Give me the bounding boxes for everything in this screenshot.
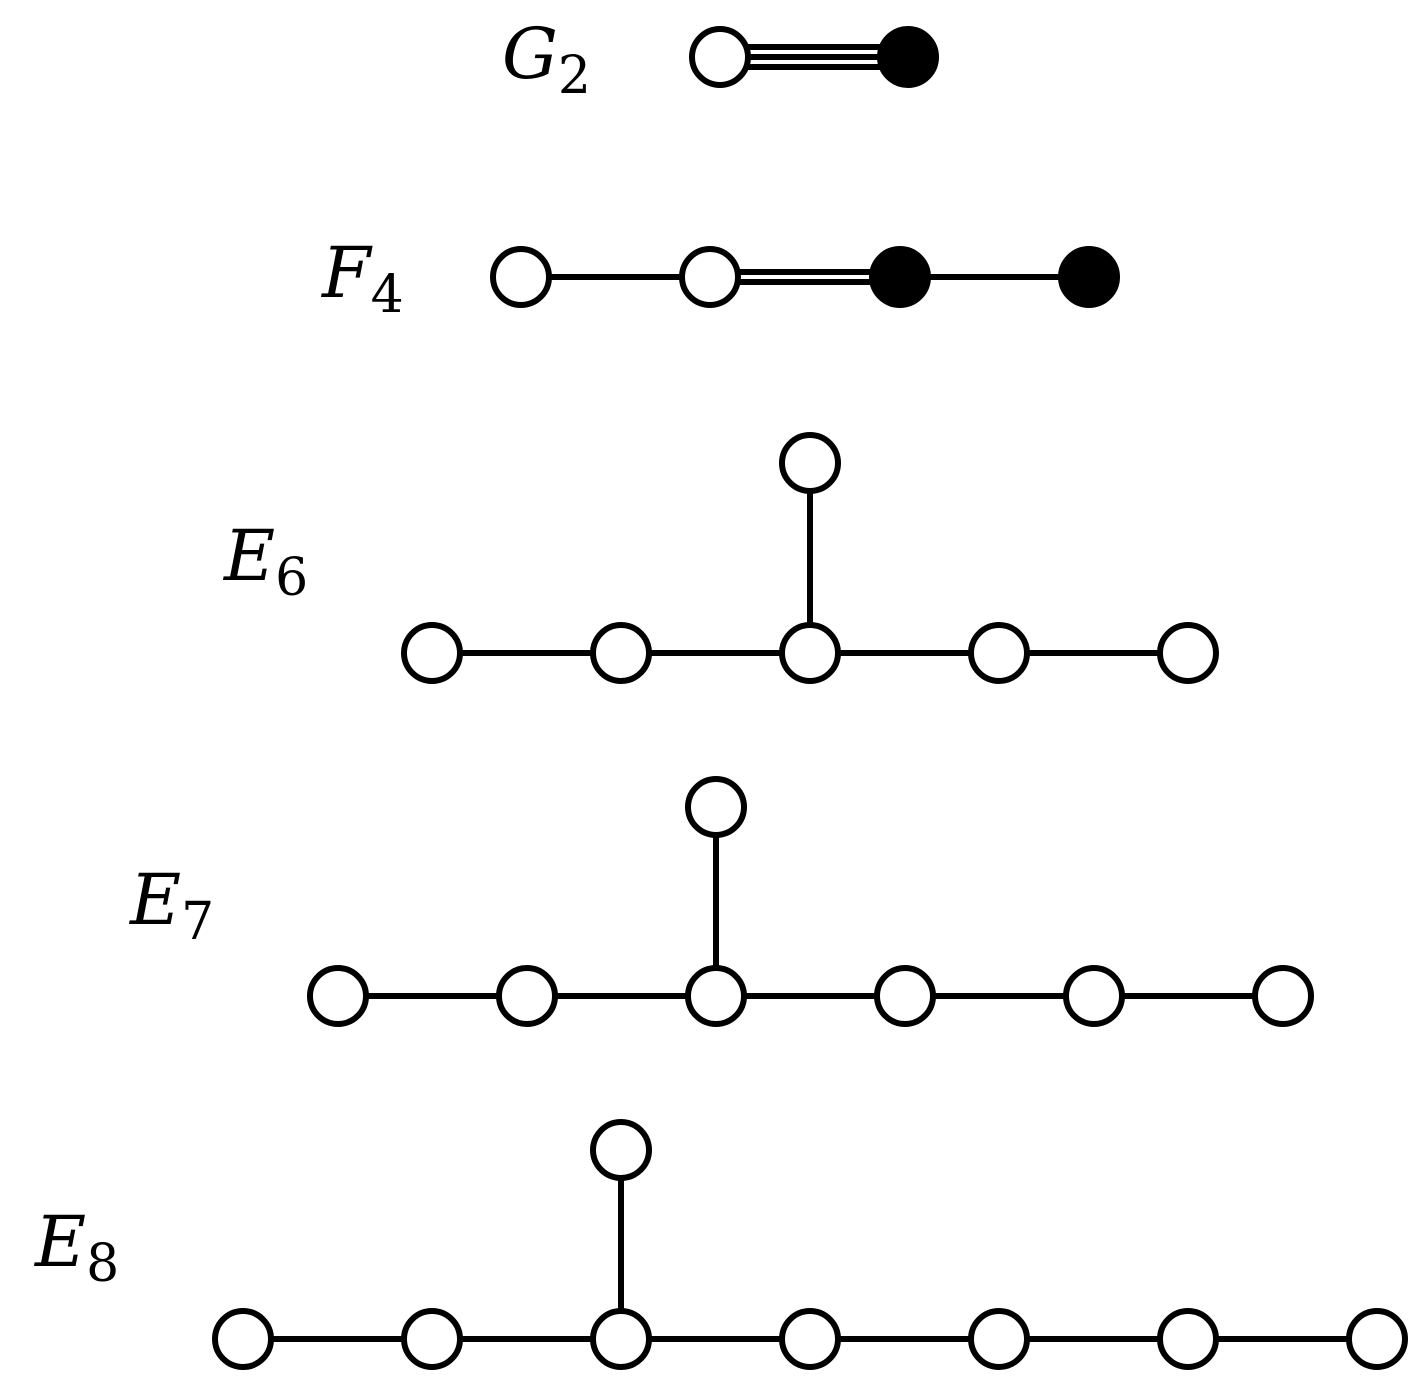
label-f4: F4 [320, 232, 404, 325]
node-f4-1 [679, 246, 741, 308]
node-g2-0 [689, 26, 751, 88]
node-e8-6 [1346, 1308, 1408, 1370]
node-e7-4 [1063, 965, 1125, 1027]
label-e8-subscript: 8 [86, 1234, 119, 1294]
node-e8-0 [212, 1308, 274, 1370]
label-e7-subscript: 7 [181, 892, 214, 952]
node-e6-3 [968, 622, 1030, 684]
nodes-e8 [212, 1119, 1408, 1370]
label-f4-subscript: 4 [371, 265, 404, 325]
node-e6-1 [590, 622, 652, 684]
nodes-e7 [307, 776, 1314, 1027]
nodes-g2 [689, 26, 939, 88]
node-e6-2 [779, 622, 841, 684]
node-e7-3 [874, 965, 936, 1027]
node-e7-2 [685, 965, 747, 1027]
node-e7-5 [1252, 965, 1314, 1027]
diagram-g2: G2 [502, 13, 939, 106]
node-e7-6 [685, 776, 747, 838]
label-e6-base: E [222, 515, 275, 597]
nodes-e6 [401, 432, 1219, 684]
edges-e6 [432, 463, 1188, 656]
node-e8-1 [401, 1308, 463, 1370]
node-e8-3 [779, 1308, 841, 1370]
node-e8-7 [590, 1119, 652, 1181]
label-e6-subscript: 6 [275, 548, 308, 608]
edges-e7 [338, 807, 1283, 999]
label-g2-subscript: 2 [558, 46, 591, 106]
label-e6: E6 [222, 515, 308, 608]
node-e8-5 [1157, 1308, 1219, 1370]
diagram-e8: E8 [33, 1119, 1408, 1370]
label-e8: E8 [33, 1201, 119, 1294]
edges-g2 [720, 44, 908, 70]
node-g2-1 [877, 26, 939, 88]
node-f4-2 [869, 246, 931, 308]
node-e7-1 [496, 965, 558, 1027]
node-f4-0 [490, 246, 552, 308]
label-g2: G2 [502, 13, 591, 106]
node-e7-0 [307, 965, 369, 1027]
node-e8-2 [590, 1308, 652, 1370]
edges-f4 [521, 269, 1089, 285]
node-f4-3 [1058, 246, 1120, 308]
label-e8-base: E [33, 1201, 86, 1283]
edges-e8 [243, 1150, 1377, 1342]
label-g2-base: G [502, 13, 558, 95]
label-f4-base: F [320, 232, 373, 314]
node-e8-4 [968, 1308, 1030, 1370]
diagram-e7: E7 [128, 776, 1314, 1027]
label-e7-base: E [128, 859, 181, 941]
node-e6-4 [1157, 622, 1219, 684]
node-e6-0 [401, 622, 463, 684]
diagram-f4: F4 [320, 232, 1120, 325]
nodes-f4 [490, 246, 1120, 308]
label-e7: E7 [128, 859, 214, 952]
node-e6-5 [779, 432, 841, 494]
diagram-e6: E6 [222, 432, 1219, 684]
